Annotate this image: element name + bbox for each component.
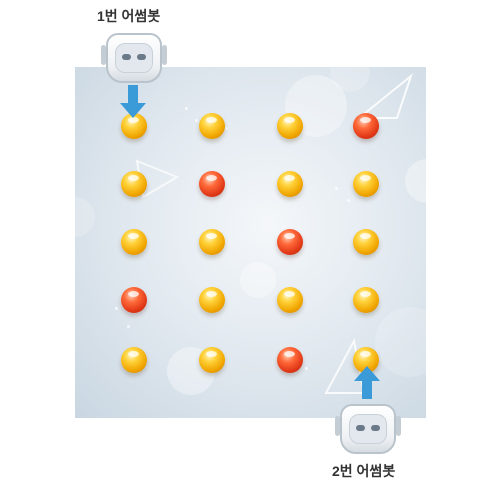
yellow-ball[interactable]	[199, 113, 225, 139]
decor-bubble	[240, 262, 276, 298]
red-ball[interactable]	[277, 229, 303, 255]
red-ball[interactable]	[121, 287, 147, 313]
yellow-ball[interactable]	[353, 287, 379, 313]
yellow-ball[interactable]	[277, 113, 303, 139]
robot-eye-icon	[356, 425, 365, 431]
robot-eye-icon	[122, 54, 131, 60]
robot-1[interactable]	[101, 33, 167, 83]
yellow-ball[interactable]	[353, 229, 379, 255]
yellow-ball[interactable]	[277, 287, 303, 313]
yellow-ball[interactable]	[353, 347, 379, 373]
yellow-ball[interactable]	[199, 287, 225, 313]
yellow-ball[interactable]	[121, 113, 147, 139]
yellow-ball[interactable]	[277, 171, 303, 197]
red-ball[interactable]	[353, 113, 379, 139]
yellow-ball[interactable]	[353, 171, 379, 197]
robot-1-label: 1번 어썸봇	[97, 8, 161, 24]
robot-eye-icon	[137, 54, 146, 60]
arrow-up-icon	[354, 366, 380, 399]
robot-2-label: 2번 어썸봇	[332, 463, 396, 479]
red-ball[interactable]	[199, 171, 225, 197]
yellow-ball[interactable]	[121, 229, 147, 255]
red-ball[interactable]	[277, 347, 303, 373]
yellow-ball[interactable]	[121, 347, 147, 373]
decor-bubble	[375, 307, 426, 377]
yellow-ball[interactable]	[199, 229, 225, 255]
yellow-ball[interactable]	[199, 347, 225, 373]
decor-bubble	[75, 197, 95, 237]
robot-2[interactable]	[335, 404, 401, 454]
decor-triangle	[356, 73, 414, 119]
decor-bubble	[405, 159, 426, 203]
robot-eye-icon	[371, 425, 380, 431]
yellow-ball[interactable]	[121, 171, 147, 197]
arrow-down-icon	[120, 85, 146, 118]
